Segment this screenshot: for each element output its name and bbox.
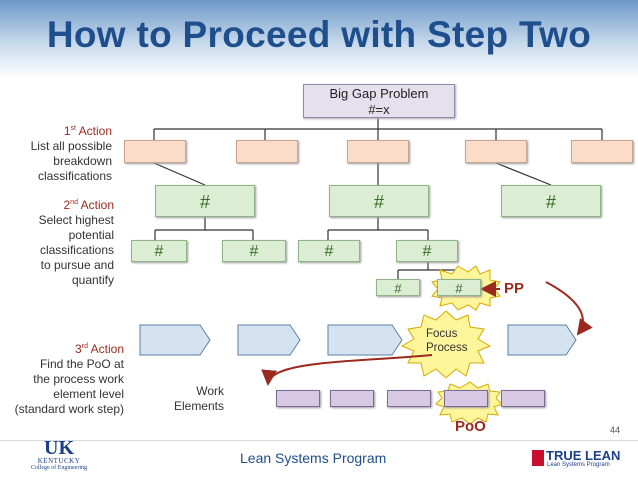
action-1-num: 1 bbox=[63, 124, 71, 138]
focus-burst bbox=[400, 310, 492, 379]
work-elements-line1: Work bbox=[196, 384, 224, 398]
classification-box bbox=[236, 140, 298, 163]
selected-classification-box: # bbox=[501, 185, 601, 217]
work-element-box bbox=[444, 390, 488, 407]
action-2-line: Select highest bbox=[38, 213, 114, 227]
action-3-num: 3 bbox=[75, 342, 82, 356]
action-3-label: 3rd Action Find the PoO at the process w… bbox=[4, 339, 124, 417]
action-3-line: (standard work step) bbox=[14, 402, 124, 416]
action-2-sup: nd bbox=[70, 199, 78, 206]
action-1-sup: st bbox=[70, 125, 76, 132]
selected-classification-box: # bbox=[329, 185, 429, 217]
action-1-label: 1st Action List all possible breakdown c… bbox=[8, 121, 112, 184]
uk-logo-name: KENTUCKY bbox=[37, 457, 81, 465]
page-number: 44 bbox=[610, 425, 621, 435]
uk-logo-mark: UK bbox=[44, 437, 74, 459]
focus-process-label: Focus Process bbox=[426, 327, 476, 355]
action-2-name: Action bbox=[80, 198, 114, 212]
sub-classification-box: # bbox=[298, 240, 360, 262]
action-2-num: 2 bbox=[63, 198, 71, 212]
work-elements-label: Work Elements bbox=[158, 384, 224, 414]
uk-logo-college: College of Engineering bbox=[31, 465, 87, 471]
action-2-label: 2nd Action Select highest potential clas… bbox=[8, 195, 114, 288]
action-2-line: quantify bbox=[71, 273, 114, 287]
classification-box bbox=[124, 140, 186, 163]
work-element-box bbox=[387, 390, 431, 407]
action-3-line: the process work bbox=[33, 372, 124, 386]
action-2-line: classifications bbox=[39, 243, 114, 257]
big-gap-problem-box: Big Gap Problem #=x bbox=[303, 84, 455, 118]
header-band bbox=[0, 0, 638, 78]
classification-box bbox=[571, 140, 633, 163]
action-3-line: Find the PoO at bbox=[39, 357, 124, 371]
selected-classification-box: # bbox=[155, 185, 255, 217]
work-element-box bbox=[276, 390, 320, 407]
work-element-box bbox=[330, 390, 374, 407]
true-lean-name: TRUE LEAN bbox=[546, 448, 621, 463]
action-3-line: element level bbox=[53, 387, 124, 401]
action-1-line: List all possible bbox=[30, 139, 112, 153]
poo-label: PoO bbox=[455, 418, 486, 435]
classification-box bbox=[465, 140, 527, 163]
work-element-box bbox=[501, 390, 545, 407]
sub-classification-box: # bbox=[396, 240, 458, 262]
sub-classification-box: # bbox=[131, 240, 187, 262]
goal-value: #=x bbox=[368, 102, 390, 117]
pp-label: PP bbox=[504, 280, 525, 297]
footer-divider bbox=[0, 440, 638, 441]
slide-title: How to Proceed with Step Two bbox=[46, 14, 592, 55]
action-1-line: breakdown bbox=[53, 154, 112, 168]
uk-logo: UK KENTUCKY College of Engineering bbox=[30, 437, 88, 472]
classification-box bbox=[347, 140, 409, 163]
focus-line1: Focus bbox=[426, 328, 458, 340]
action-1-line: classifications bbox=[37, 169, 112, 183]
sub-classification-box: # bbox=[222, 240, 286, 262]
true-lean-subtitle: Lean Systems Program bbox=[547, 462, 610, 468]
work-elements-line2: Elements bbox=[173, 399, 224, 413]
footer-program: Lean Systems Program bbox=[240, 450, 387, 466]
goal-title: Big Gap Problem bbox=[329, 86, 429, 101]
action-3-sup: rd bbox=[81, 343, 88, 350]
action-1-name: Action bbox=[78, 124, 112, 138]
action-3-name: Action bbox=[90, 342, 124, 356]
action-2-line: to pursue and bbox=[40, 258, 114, 272]
detail-box: # bbox=[437, 279, 481, 296]
focus-line2: Process bbox=[426, 342, 468, 354]
detail-box: # bbox=[376, 279, 420, 296]
action-2-line: potential bbox=[68, 228, 114, 242]
true-lean-icon bbox=[532, 450, 544, 466]
